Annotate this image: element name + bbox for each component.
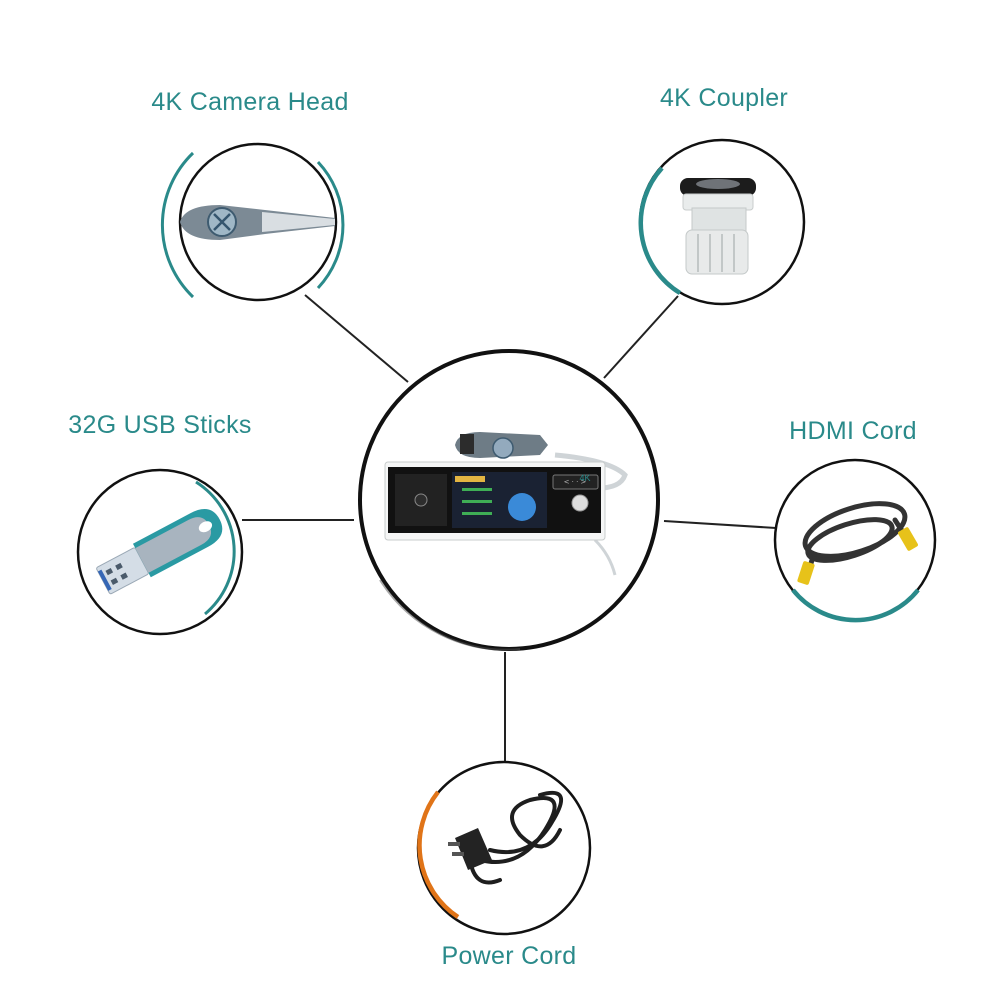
label-camera-head: 4K Camera Head	[151, 88, 349, 116]
coupler-node	[638, 138, 806, 306]
svg-text:< · · >: < · · >	[564, 478, 587, 486]
coupler-icon	[680, 178, 756, 275]
line-coupler	[603, 295, 679, 379]
line-hdmi	[663, 520, 777, 529]
power-node	[416, 760, 592, 936]
camera-head-node	[160, 142, 345, 302]
camera-head-icon	[180, 205, 335, 240]
hdmi-node	[773, 458, 937, 623]
connector-lines	[242, 294, 777, 764]
power-cord-icon	[448, 790, 564, 885]
label-hdmi-cord: HDMI Cord	[789, 417, 917, 445]
usb-node	[76, 468, 244, 636]
line-camera-head	[304, 294, 409, 383]
label-power-cord: Power Cord	[441, 942, 577, 970]
device-badge: 4K	[579, 473, 590, 483]
label-coupler: 4K Coupler	[659, 84, 789, 112]
usb-stick-icon	[96, 508, 223, 595]
label-usb-sticks: 32G USB Sticks	[68, 411, 252, 439]
endoscope-camera-system-icon: < · · >	[384, 432, 628, 576]
center-node: < · · > 4K	[358, 349, 660, 651]
